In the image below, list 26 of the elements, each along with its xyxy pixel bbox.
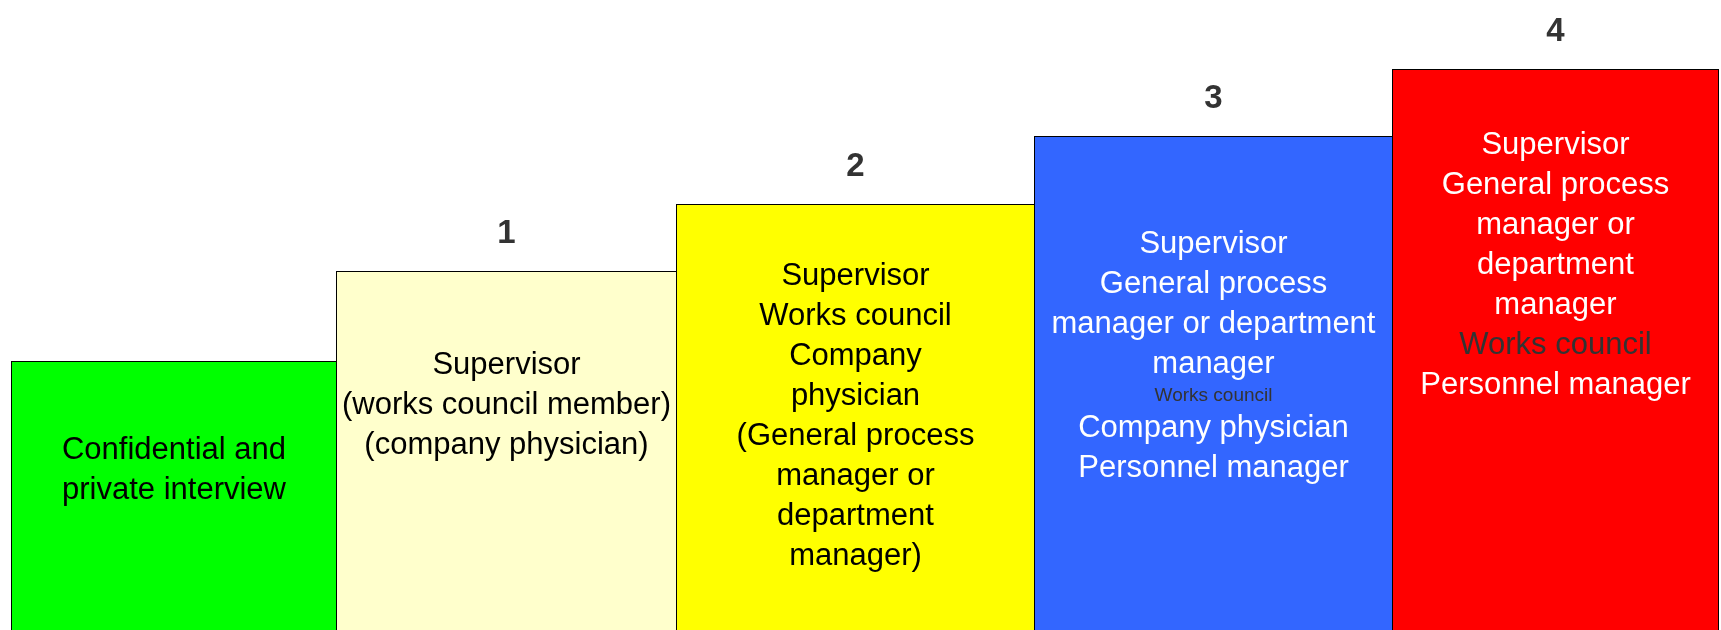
role-text: Company physician [1078, 408, 1349, 446]
role-text: Works council [1154, 383, 1273, 407]
step-number: 2 [846, 146, 865, 184]
role-text: Supervisor [781, 256, 930, 294]
step-box [1034, 136, 1393, 630]
role-text: Works council [759, 296, 952, 334]
step-box [11, 361, 337, 630]
role-text: Supervisor [1481, 125, 1630, 163]
role-text: (General process manager or department manager) [735, 416, 976, 574]
role-text: Personnel manager [1078, 448, 1349, 486]
role-text: Supervisor [432, 345, 581, 383]
step-box [676, 204, 1035, 630]
role-text: General process manager or department manager [1440, 165, 1671, 323]
role-text: Confidential and private interview [60, 430, 288, 508]
role-text: (company physician) [364, 425, 649, 463]
role-text: Personnel manager [1420, 365, 1691, 403]
role-text: General process manager or department manager [1050, 264, 1377, 382]
step-number: 3 [1204, 78, 1223, 116]
step-box [1392, 69, 1719, 630]
step-box [336, 271, 677, 630]
step-number: 1 [497, 213, 516, 251]
role-text: (works council member) [342, 385, 671, 423]
step-number: 4 [1546, 11, 1565, 49]
role-text: Works council [1459, 325, 1652, 363]
role-text: Company physician [788, 336, 923, 414]
role-text: Supervisor [1139, 224, 1288, 262]
